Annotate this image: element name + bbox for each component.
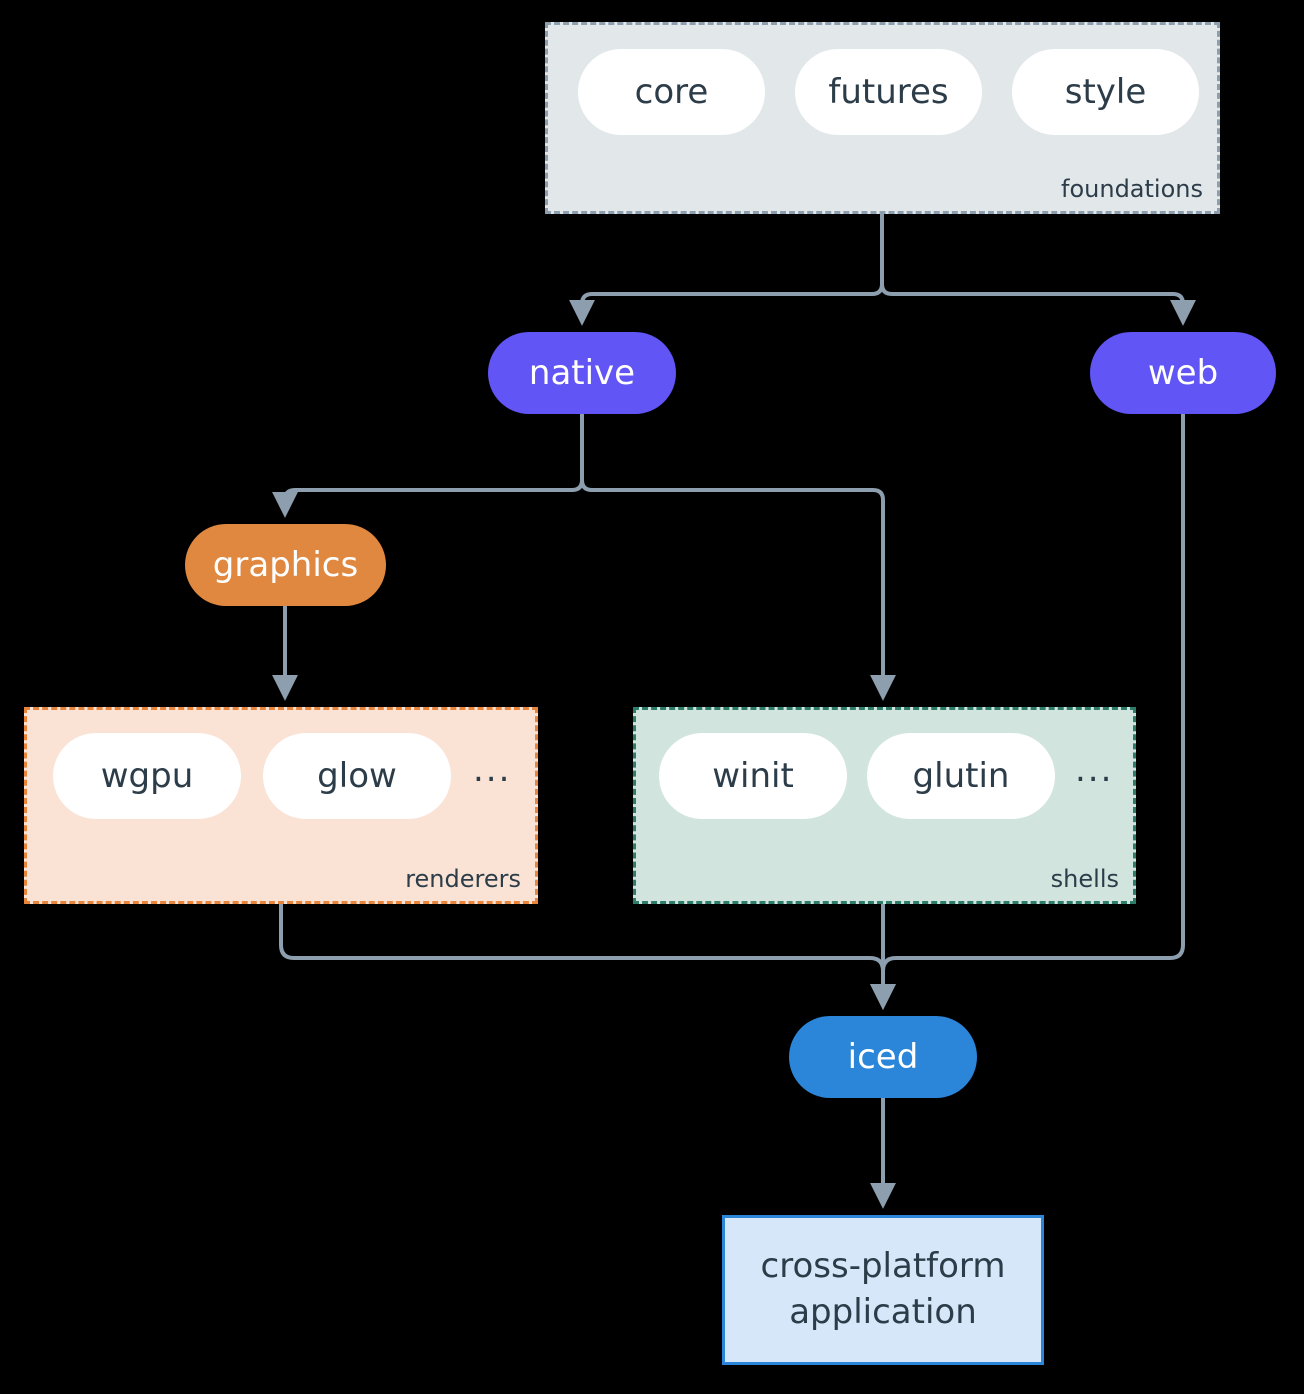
node-iced[interactable]: iced bbox=[789, 1016, 977, 1098]
application-line-1: cross-platform bbox=[760, 1246, 1006, 1287]
node-glow[interactable]: glow bbox=[263, 733, 451, 819]
node-web-label: web bbox=[1147, 353, 1219, 393]
foundations-members: core futures style bbox=[578, 49, 1199, 135]
shells-overflow-ellipsis: ... bbox=[1075, 750, 1114, 790]
node-winit[interactable]: winit bbox=[659, 733, 847, 819]
cluster-foundations: core futures style foundations bbox=[545, 22, 1220, 214]
node-native[interactable]: native bbox=[488, 332, 676, 414]
cluster-renderers-label: renderers bbox=[405, 865, 521, 893]
cluster-shells: winit glutin ... shells bbox=[633, 707, 1136, 904]
edge-foundations-native bbox=[569, 214, 884, 326]
edge-renderers-iced bbox=[279, 904, 896, 1010]
node-style-label: style bbox=[1064, 72, 1147, 112]
renderers-overflow-ellipsis: ... bbox=[473, 750, 512, 790]
node-style[interactable]: style bbox=[1012, 49, 1199, 135]
application-line-2: application bbox=[789, 1292, 977, 1332]
node-wgpu-label: wgpu bbox=[100, 756, 194, 796]
shells-members: winit glutin ... bbox=[659, 733, 1113, 819]
node-iced-label: iced bbox=[847, 1037, 919, 1077]
node-glutin-label: glutin bbox=[912, 756, 1010, 796]
edge-native-graphics bbox=[272, 414, 584, 518]
node-graphics-label: graphics bbox=[212, 545, 359, 585]
node-futures-label: futures bbox=[828, 72, 949, 112]
node-native-label: native bbox=[528, 353, 636, 393]
cluster-shells-label: shells bbox=[1050, 865, 1119, 893]
node-cross-platform-application[interactable]: cross-platform application bbox=[722, 1215, 1044, 1365]
node-wgpu[interactable]: wgpu bbox=[53, 733, 241, 819]
renderers-members: wgpu glow ... bbox=[53, 733, 511, 819]
node-glow-label: glow bbox=[317, 756, 397, 796]
node-futures[interactable]: futures bbox=[795, 49, 982, 135]
cluster-renderers: wgpu glow ... renderers bbox=[24, 707, 538, 904]
node-glutin[interactable]: glutin bbox=[867, 733, 1055, 819]
node-core-label: core bbox=[634, 72, 709, 112]
edge-native-shells bbox=[580, 414, 896, 701]
node-web[interactable]: web bbox=[1090, 332, 1276, 414]
cluster-foundations-label: foundations bbox=[1061, 175, 1203, 203]
node-winit-label: winit bbox=[712, 756, 794, 796]
edge-foundations-web bbox=[880, 214, 1196, 326]
node-core[interactable]: core bbox=[578, 49, 765, 135]
node-graphics[interactable]: graphics bbox=[185, 524, 386, 606]
